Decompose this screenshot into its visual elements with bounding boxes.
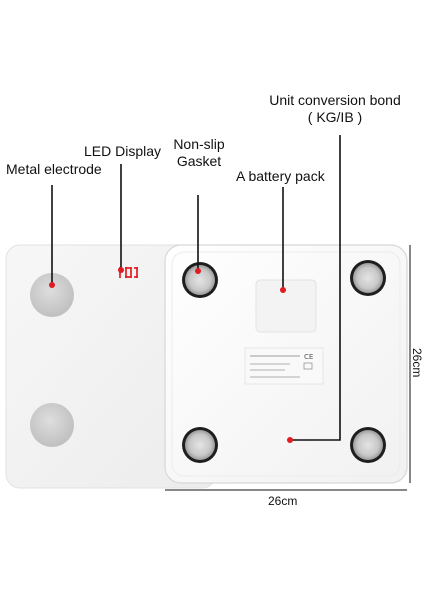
unit-conversion-leader [290,135,341,441]
led-display-dot [118,267,124,273]
non-slip-line2: Gasket [176,153,222,169]
height-dimension-label: 26cm [410,348,424,378]
width-dimension-label: 26cm [268,494,298,508]
unit-conversion-dot [287,437,293,443]
battery-compartment [255,279,317,333]
metal-electrode-label: Metal electrode [6,161,102,177]
battery-pack-dot [280,287,286,293]
non-slip-label: Non-slip Gasket [163,136,235,170]
metal-electrode-dot [49,282,55,288]
battery-pack-label: A battery pack [236,168,325,184]
foot-bottom-left [182,427,218,463]
non-slip-dot [195,268,201,274]
product-sticker: CE [244,347,324,385]
unit-conversion-subtitle: ( KG/IB ) [307,109,363,125]
non-slip-line1: Non-slip [173,136,225,152]
foot-top-right [350,260,386,296]
unit-conversion-title: Unit conversion bond [269,92,401,108]
metal-electrode-pad-top [30,273,74,317]
svg-text:CE: CE [304,353,313,361]
foot-top-left [182,262,218,298]
metal-electrode-pad-bottom [30,403,74,447]
foot-bottom-right [350,427,386,463]
led-display-label: LED Display [84,143,162,159]
unit-conversion-label: Unit conversion bond ( KG/IB ) [250,92,420,126]
